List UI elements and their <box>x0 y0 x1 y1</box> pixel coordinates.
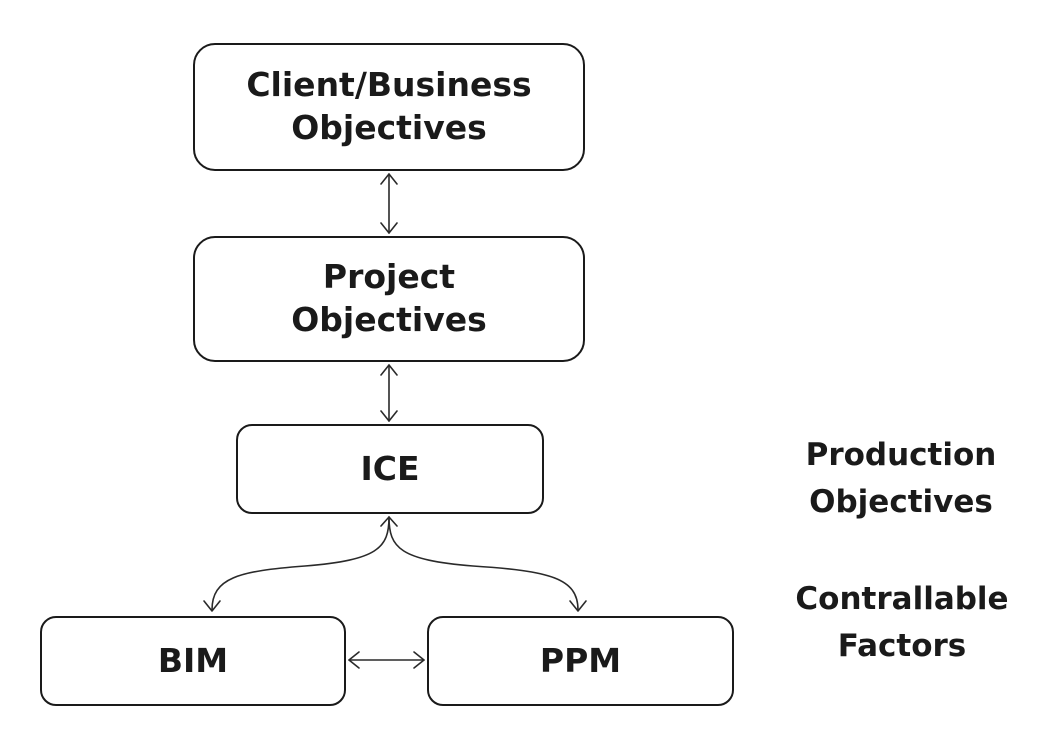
bim-box: BIM <box>40 616 346 706</box>
edge-bim-ppm <box>348 651 425 669</box>
production-objectives-label: Production Objectives <box>790 432 1012 525</box>
factors-label-line-2: Factors <box>837 627 967 664</box>
factors-label-line-1: Contrallable <box>795 581 1009 617</box>
bim-box-label: BIM <box>157 640 229 680</box>
production-label-line-2: Objectives <box>809 483 993 520</box>
production-label-line-1: Production <box>805 437 997 473</box>
ice-box-label: ICE <box>360 448 420 488</box>
client-business-objectives-box: Client/Business Objectives <box>193 43 585 171</box>
project-box-line-2: Objectives <box>291 300 487 339</box>
project-box-line-1: Project <box>322 257 456 297</box>
edge-ice-ppm <box>388 516 587 612</box>
edge-ice-bim <box>203 516 398 612</box>
edge-client-project <box>380 173 398 234</box>
project-objectives-box: Project Objectives <box>193 236 585 362</box>
ppm-box: PPM <box>427 616 734 706</box>
ice-box: ICE <box>236 424 544 514</box>
client-box-line-1: Client/Business <box>246 65 532 105</box>
controllable-factors-label: Contrallable Factors <box>782 576 1022 669</box>
edge-project-ice <box>380 364 398 422</box>
ppm-box-label: PPM <box>539 640 622 680</box>
client-box-line-2: Objectives <box>291 108 487 147</box>
